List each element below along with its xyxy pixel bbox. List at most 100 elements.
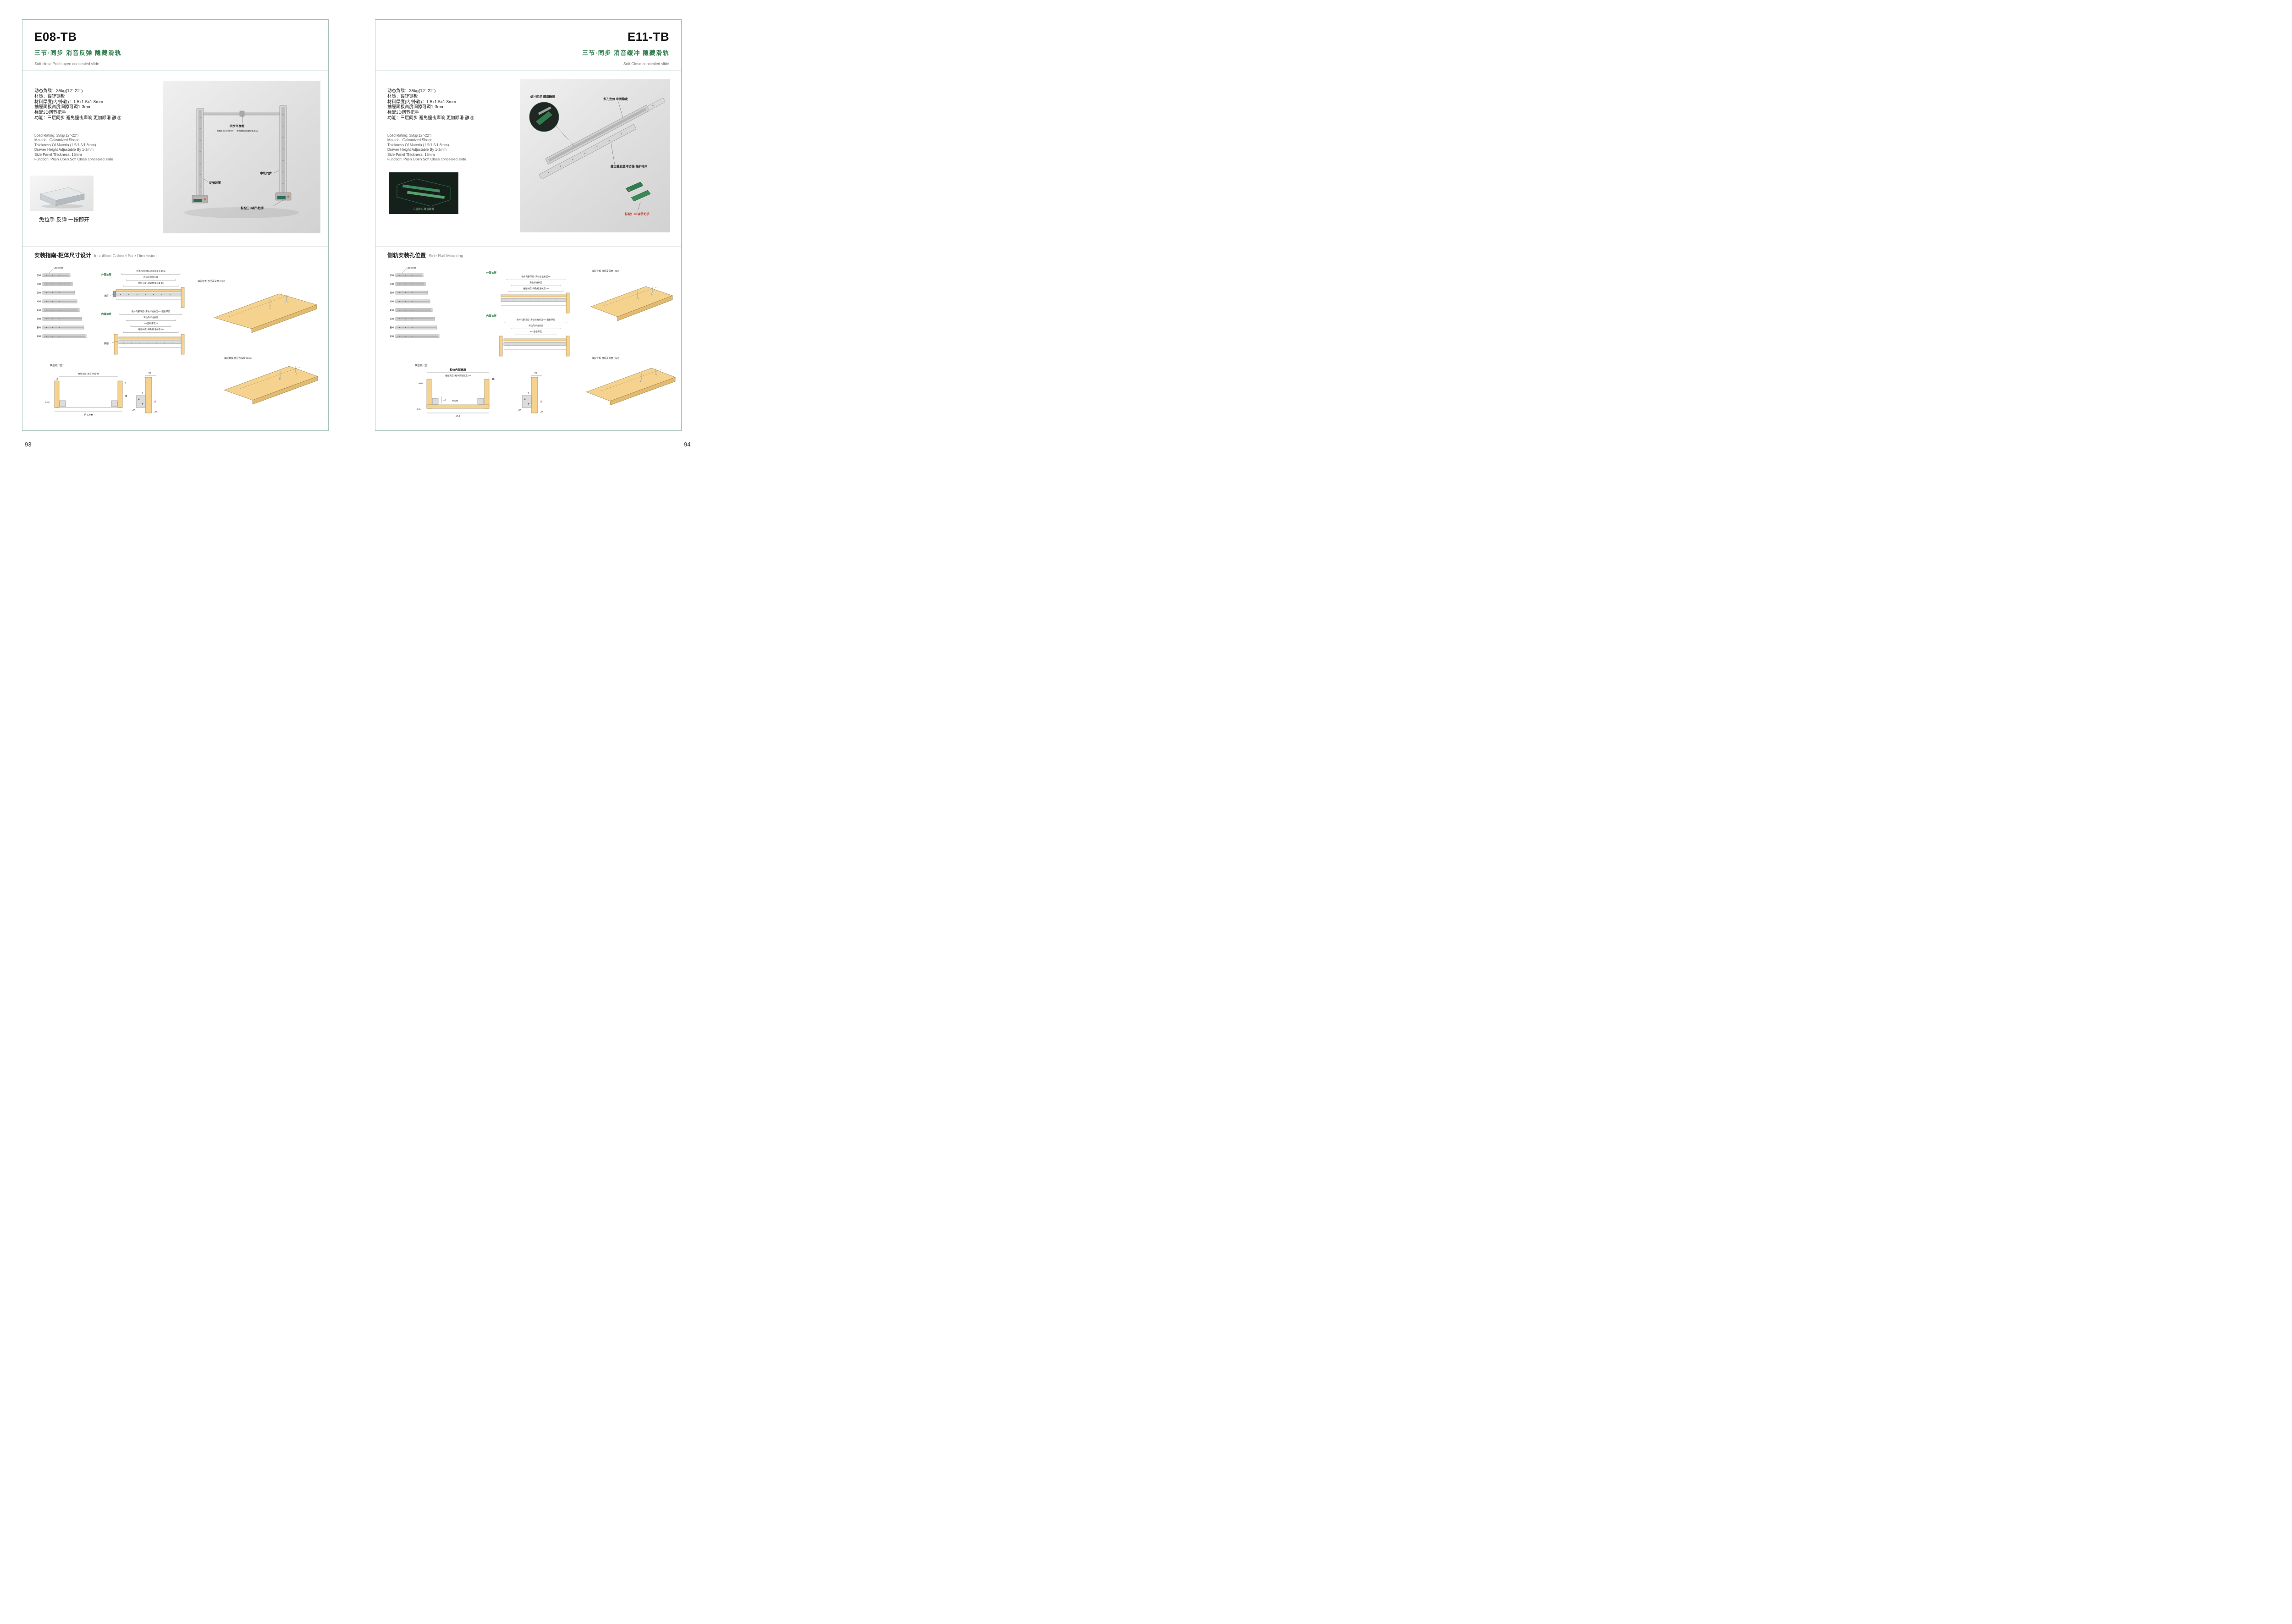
rail-length: 300 [390,283,394,286]
page-e11tb: E11-TB 三节·同步 消音缓冲 隐藏滑轨 Soft Close concea… [375,19,682,431]
slide-length-chart: LOGO位置 250 300 350 400 450 500 [37,266,87,338]
subtitle-cn: 三节·同步 消音反弹 隐藏滑轨 [34,50,122,56]
rail-length: 600 [37,336,41,338]
annotation-sync-bar: 同步平衡杆 标配1.2米同步铝杆，依据抽屉宽度任意裁切 [217,116,258,132]
dim-label: 24.5 [456,415,460,418]
middle-slide-rail [545,105,650,165]
install-title-cn: 安装指南-柜体尺寸设计 [34,252,91,259]
push-open-thumbnail [30,176,94,211]
install-title-cn: 侧轨安装孔位置 [387,252,426,259]
spec-line: 功能：三层同步 避免撞击声响 更加顺滑 静谧 [387,115,474,121]
annotation-note: 标配1.2米同步铝杆，依据抽屉宽度任意裁切 [217,129,258,132]
rail-length: 450 [37,309,41,312]
back-panel-label: 抽屉背板·直径及深度 (mm) [592,270,619,273]
outer-drawer-diagram: 外置抽屉 柜体内部深度=滑轨标准长度+8 滑轨标准长度 抽屉长度=滑轨标准长度-… [486,271,570,314]
right-slide-rail [275,105,292,201]
net-width-label: 抽屉净宽=柜子净宽-49 [78,372,99,375]
rail-length: 350 [37,292,41,295]
rail-length: 450 [390,309,394,312]
install-diagram: LOGO位置 250 300 350 400 450 500 [390,266,676,418]
spec-line: 功能：三层同步 避免撞击声响 更加顺滑 静谧 [34,115,121,121]
annotation-label: 撞击触发缓冲功能·保护柜体 [611,164,648,168]
spec-line: 标配3D调节把手 [34,110,66,116]
model-title: E11-TB [627,30,669,44]
rail-length: 500 [390,318,394,321]
e11-slide-illustration: 多孔定位 牢固稳定 缓冲阻尼 顺滑静音 撞击触发缓冲功能·保护柜体 标配：3D调… [529,94,666,216]
spec-line: 材料厚度(内/外轨)：1.5x1.5x1.8mm [34,99,103,105]
back-panel-diagram-bottom: 抽屉背板·直径及深度 (mm) [224,357,318,405]
annotation-label: 同步平衡杆 [230,124,245,128]
outer-drawer-label: 外置抽屉 [101,273,112,276]
back-panel-diagram-bottom: 抽屉背板·直径及深度 (mm) [586,357,676,406]
spec-line: 抽屉面板高度间隙可调1-3mm [387,105,445,110]
dim-label: 滑轨的标准长度 [529,324,544,327]
specs-chinese: 动态负载：35kg(12"-22") 材质：镀锌钢板 材料厚度(内/外轨)：1.… [387,88,474,121]
annotation-label: 标配三D调节把手 [240,206,264,210]
page-number-left: 93 [25,441,32,448]
catalog-spread: E08-TB 三节·同步 消音反弹 隐藏滑轨 Soft close Push o… [0,0,703,458]
install-title-en: Installtion Cabinet Size Dimension [94,253,157,258]
dim-label: 38 [125,395,127,398]
inner-drawer-label: 内置抽屉 [486,314,497,318]
dim-label: 柜体内部深度=滑轨标准长度+8 [136,270,165,273]
rail-length: 400 [390,301,394,303]
page-e08tb: E08-TB 三节·同步 消音反弹 隐藏滑轨 Soft close Push o… [22,19,329,431]
annotation-multi-hole: 多孔定位 牢固稳定 [603,97,628,118]
outer-drawer-label: 外置抽屉 [486,271,497,275]
rail-length: 600 [390,336,394,338]
spec-line: 材质：镀锌钢板 [34,94,65,99]
inner-drawer-diagram: 内置抽屉 柜体内部深度=滑轨标准长度+8+面板厚度 滑轨的标准长度 37+面板厚… [486,314,570,357]
inner-slide-rail [539,124,636,179]
annotation-damper: 缓冲阻尼 顺滑静音 [530,94,555,99]
product-photo: 同步平衡杆 标配1.2米同步铝杆，依据抽屉宽度任意裁切 中轨同步 反弹装置 标配… [163,81,320,233]
spec-line: Side Panel Thickness: 16mm [34,152,82,157]
spec-line: 动态负载：35kg(12"-22") [387,88,436,94]
dim-label: 7 [528,392,529,395]
back-panel-label: 抽屉背板·直径及深度 (mm) [592,357,619,360]
reduce-label: 抽屉减尺图 [415,363,428,367]
dim-label: 37 [540,411,543,413]
specs-chinese: 动态负载：35kg(12"-22") 材质：镀锌钢板 材料厚度(内/外轨)：1.… [34,88,121,121]
product-photo: 多孔定位 牢固稳定 缓冲阻尼 顺滑静音 撞击触发缓冲功能·保护柜体 标配：3D调… [520,79,670,232]
back-panel-diagram-top: 抽屉背板·直径及深度 (mm) [198,280,317,333]
annotation-label: 中轨同步 [260,171,272,175]
dim-label: 柜体内部深度=滑轨标准长度+8+面板厚度 [132,310,171,313]
drawer-thumbnail-graphic [40,187,85,209]
drawer-reduction-diagram: 抽屉减尺图 柜体内部宽度 抽屉宽度=柜体内部宽度-49 18 Min7 12 M… [415,363,495,418]
rail-length: 350 [390,292,394,295]
annotation-3d-handle: 标配三D调节把手 [240,200,283,210]
reduce-label: 抽屉减尺图： [50,363,65,367]
dim-label: 9-11 [417,408,421,410]
annotation-label: 多孔定位 牢固稳定 [603,97,628,101]
dim-label: 18 [55,378,58,380]
damper-zoom-circle [529,102,575,147]
dim-label: 6 [125,382,126,385]
back-panel-diagram-top: 抽屉背板·直径及深度 (mm) [590,270,673,321]
dim-label: 9-10 [45,401,50,403]
specs-english: Load Rating: 35kg(12"-22") Material: Gal… [387,133,466,162]
thumbnail-caption: 三层同步·静音顺滑 [413,207,434,211]
spec-line: Drawer Height Adjustable By 1-3mm [34,148,94,152]
outer-drawer-diagram: 外置抽屉 柜体内部深度=滑轨标准长度+8 滑轨的标准长度 抽屉长度=滑轨标准长度… [101,270,185,308]
dim-label: 滑轨的标准长度 [143,316,159,319]
dim-label: 滑轨的标准长度 [143,275,159,279]
bracket-detail-diagram: 25 7 27 12 37 [132,372,157,413]
dim-label: 12 [540,401,542,403]
dim-label: 27 [132,409,135,412]
subtitle-cn: 三节·同步 消音缓冲 隐藏滑轨 [582,50,669,56]
rail-length: 250 [37,275,41,277]
page-header: E11-TB 三节·同步 消音缓冲 隐藏滑轨 Soft Close concea… [375,20,681,71]
annotation-rebound: 反弹装置 [203,178,221,185]
spec-line: Function: Push Open Soft Close concealed… [34,157,113,162]
dim-label: 25 [149,372,151,375]
net-width-label: 抽屉宽度=柜体内部宽度-49 [445,374,471,377]
dim-label: 37 [154,411,157,413]
dim-label: 柜体内部深度=滑轨标准长度+8 [521,275,550,278]
dim-label: Min37 [452,400,458,402]
dim-label: 滑轨标准长度 [529,281,542,284]
spec-line: 抽屉面板高度间隙可调1-3mm [34,105,92,110]
spec-line: 标配3D调节把手 [387,110,419,116]
annotation-3d-handle: 标配：3D调节把手 [624,202,650,216]
